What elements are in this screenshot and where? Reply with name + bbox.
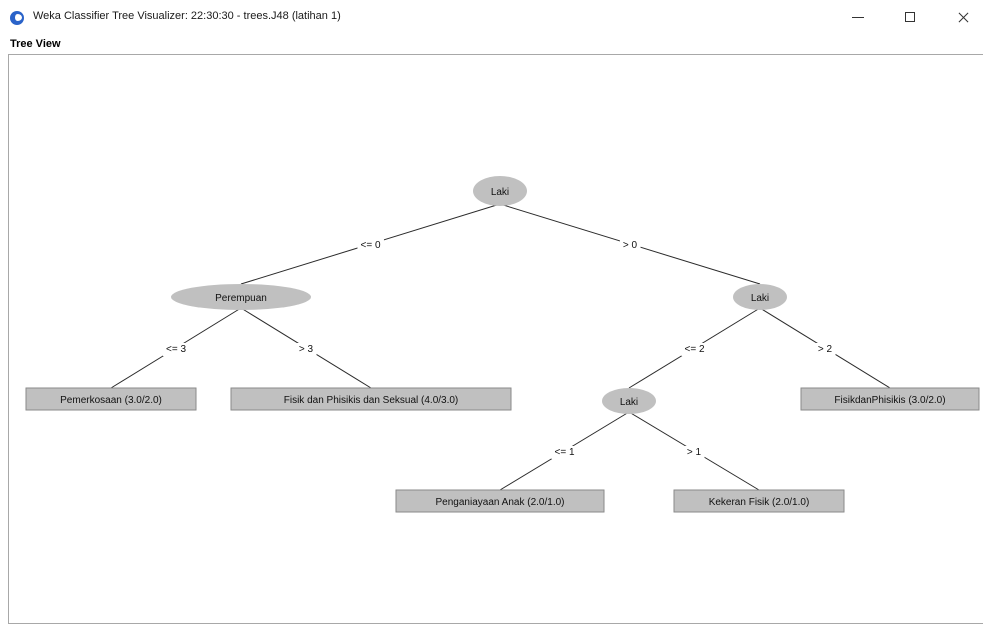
node-label: Fisik dan Phisikis dan Seksual (4.0/3.0): [284, 395, 459, 406]
node-label: Laki: [491, 187, 509, 198]
edge-label: > 2: [818, 344, 833, 355]
attribute-node[interactable]: Laki: [602, 388, 656, 414]
edge-label-background: [681, 343, 708, 356]
node-label: Perempuan: [215, 293, 267, 304]
tree-view-label: Tree View: [10, 38, 61, 50]
node-label: Kekeran Fisik (2.0/1.0): [709, 497, 810, 508]
edge-label-background: [619, 239, 641, 252]
edge-label-background: [295, 343, 317, 356]
window-title: Weka Classifier Tree Visualizer: 22:30:3…: [33, 10, 341, 22]
leaf-node[interactable]: Kekeran Fisik (2.0/1.0): [673, 489, 845, 513]
attribute-node[interactable]: Laki: [733, 284, 787, 310]
close-button[interactable]: [943, 4, 983, 30]
node-label: Penganiayaan Anak (2.0/1.0): [436, 497, 565, 508]
attribute-node[interactable]: Laki: [473, 176, 527, 206]
node-ellipse: [733, 284, 787, 310]
node-ellipse: [171, 284, 311, 310]
node-ellipse: [473, 176, 527, 206]
edge-label-background: [551, 446, 578, 459]
leaf-node[interactable]: FisikdanPhisikis (3.0/2.0): [800, 387, 980, 411]
tree-diagram: <= 0> 0<= 3> 3<= 2> 2<= 1> 1LakiPerempua…: [25, 176, 980, 513]
minimize-button[interactable]: [838, 4, 878, 30]
node-label: Pemerkosaan (3.0/2.0): [60, 395, 162, 406]
maximize-button[interactable]: [891, 4, 931, 30]
weka-app-icon: [10, 11, 24, 25]
node-label: FisikdanPhisikis (3.0/2.0): [834, 395, 945, 406]
node-label: Laki: [751, 293, 769, 304]
edge-label: <= 2: [684, 344, 704, 355]
edge-label-background: [814, 343, 836, 356]
edge-label: > 0: [623, 240, 638, 251]
edge-label: > 3: [299, 344, 314, 355]
edge-label: <= 3: [166, 344, 186, 355]
leaf-box: [800, 387, 980, 411]
node-label: Laki: [620, 397, 638, 408]
edge-label-background: [357, 239, 384, 252]
node-ellipse: [602, 388, 656, 414]
edge-label: <= 0: [360, 240, 380, 251]
leaf-node[interactable]: Pemerkosaan (3.0/2.0): [25, 387, 197, 411]
edge-label: <= 1: [554, 447, 574, 458]
attribute-node[interactable]: Perempuan: [171, 284, 311, 310]
leaf-node[interactable]: Penganiayaan Anak (2.0/1.0): [395, 489, 605, 513]
leaf-node[interactable]: Fisik dan Phisikis dan Seksual (4.0/3.0): [230, 387, 512, 411]
leaf-box: [25, 387, 197, 411]
title-bar: Weka Classifier Tree Visualizer: 22:30:3…: [0, 0, 983, 36]
leaf-box: [230, 387, 512, 411]
edge-label: > 1: [687, 447, 702, 458]
leaf-box: [673, 489, 845, 513]
edge-label-background: [162, 343, 190, 356]
edge-label-background: [683, 446, 705, 459]
leaf-box: [395, 489, 605, 513]
